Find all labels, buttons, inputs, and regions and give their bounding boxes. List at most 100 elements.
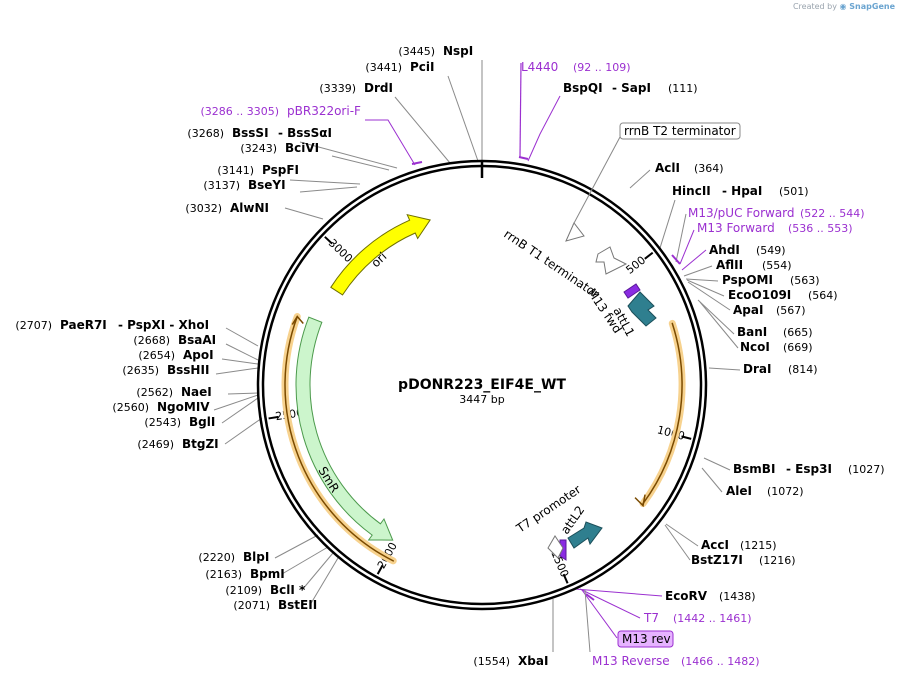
site-pos: (2469) xyxy=(137,438,174,451)
site-name: AleI xyxy=(726,484,752,498)
rrnb-t2-terminator-feature[interactable] xyxy=(565,222,585,242)
primer-label-m13-forward: M13 Forward (536 .. 553) xyxy=(697,221,853,235)
site-pos: (3441) xyxy=(365,61,402,74)
primer-label-t7: T7 (1442 .. 1461) xyxy=(643,611,752,625)
site-name: BglI xyxy=(189,415,215,429)
insert-arc xyxy=(642,322,683,505)
site-pos: (564) xyxy=(808,289,838,302)
tick-mark xyxy=(324,236,333,245)
site-leader xyxy=(299,141,398,169)
site-name: EcoRV xyxy=(665,589,708,603)
site-name: BanI xyxy=(737,325,767,339)
primer-range: (3286 .. 3305) xyxy=(200,105,279,118)
site-label-bsshii: (2635) BssHII xyxy=(122,363,209,377)
ori-feature[interactable] xyxy=(330,213,431,296)
site-pos: (501) xyxy=(779,185,809,198)
site-leader xyxy=(221,397,259,424)
primer-leader xyxy=(581,589,618,639)
site-label-acli: AclI (364) xyxy=(655,161,724,175)
site-pos: (3137) xyxy=(203,179,240,192)
primer-leader xyxy=(574,588,663,597)
site-pos: (364) xyxy=(694,162,724,175)
site-leader xyxy=(686,279,725,297)
site-pos: (814) xyxy=(788,363,818,376)
site-name: BssSI xyxy=(232,126,269,140)
site-pos: (3268) xyxy=(187,127,224,140)
site-name: NaeI xyxy=(181,385,212,399)
site-leader xyxy=(227,392,259,395)
site-leader xyxy=(224,417,263,445)
site-leader xyxy=(664,524,691,561)
primer-range: (1466 .. 1482) xyxy=(681,655,760,668)
site-label-bsteii: (2071) BstEII xyxy=(233,598,317,612)
site-label-ahdi: AhdI (549) xyxy=(709,243,786,257)
tick-mark xyxy=(681,435,692,440)
label-leaders xyxy=(213,60,741,653)
site-leader xyxy=(675,213,687,263)
site-label-bpmi: (2163) BpmI xyxy=(205,567,284,581)
t7-promoter-feature[interactable] xyxy=(547,535,564,559)
site-label-apai: ApaI (567) xyxy=(733,303,806,317)
site-label-bsmbi: BsmBI - Esp3I (1027) xyxy=(733,462,885,476)
site-label-bstz17i: BstZ17I (1216) xyxy=(691,553,796,567)
site-leader xyxy=(281,546,329,575)
site-leader xyxy=(225,343,259,361)
site-extra: - SapI xyxy=(612,81,651,95)
primer-range: (1442 .. 1461) xyxy=(673,612,752,625)
site-label-ecorv: EcoRV (1438) xyxy=(665,589,756,603)
l4440-tick xyxy=(518,156,529,160)
site-name: DraI xyxy=(743,362,771,376)
site-label-ecoo109i: EcoO109I (564) xyxy=(728,288,838,302)
pbr322-tick xyxy=(411,161,423,165)
m13-rev-box xyxy=(617,630,674,648)
site-pos: (3339) xyxy=(319,82,356,95)
primer-name: pBR322ori-F xyxy=(287,104,361,118)
site-pos: (3032) xyxy=(185,202,222,215)
site-leader xyxy=(697,299,735,335)
tick-mark xyxy=(644,251,654,260)
site-leader xyxy=(447,75,479,162)
site-label-ncoi: NcoI (669) xyxy=(740,340,813,354)
insert-arc-halo xyxy=(639,319,686,508)
attl1-feature[interactable] xyxy=(627,291,657,327)
site-pos: (2220) xyxy=(198,551,235,564)
primer-label-pbr322ori-f: (3286 .. 3305) pBR322ori-F xyxy=(200,104,361,118)
site-leader xyxy=(215,367,259,375)
tick-label: 3000 xyxy=(326,237,355,266)
rrnb-t1-terminator-feature[interactable] xyxy=(595,246,628,275)
site-leader xyxy=(629,169,651,189)
site-label-apoi: (2654) ApoI xyxy=(138,348,213,362)
m13-fwd-tick xyxy=(671,254,681,265)
primer-name: M13 Forward xyxy=(697,221,775,235)
site-leader xyxy=(289,179,361,185)
rrnb-t2-callout-line xyxy=(572,136,621,226)
m13-fwd-feature[interactable] xyxy=(623,283,641,299)
primer-name: M13 rev xyxy=(622,632,671,646)
site-pos: (2562) xyxy=(136,386,173,399)
primer-leader xyxy=(679,229,695,265)
site-name: PspOMI xyxy=(722,273,773,287)
site-pos: (3445) xyxy=(398,45,435,58)
primer-range: (536 .. 553) xyxy=(788,222,853,235)
smr-feature[interactable] xyxy=(295,316,394,541)
primer-name: M13/pUC Forward xyxy=(688,206,795,220)
site-leader xyxy=(685,278,719,282)
primer-label-m13-reverse: M13 Reverse (1466 .. 1482) xyxy=(592,654,760,668)
site-pos: (2707) xyxy=(15,319,52,332)
insert-arc-head xyxy=(634,494,646,508)
site-pos: (3243) xyxy=(240,142,277,155)
attl2-feature[interactable] xyxy=(567,521,603,549)
site-name: ApaI xyxy=(733,303,763,317)
smr-arc xyxy=(284,315,394,562)
site-name: BciVI xyxy=(285,141,319,155)
smr-arc-head xyxy=(291,315,304,325)
site-leader xyxy=(699,301,739,349)
site-leader xyxy=(659,199,676,249)
site-leader xyxy=(331,155,390,171)
site-name: BclI * xyxy=(270,583,306,597)
site-leader xyxy=(301,552,334,591)
site-name: EcoO109I xyxy=(728,288,791,302)
site-label-acci: AccI (1215) xyxy=(701,538,777,552)
site-leader xyxy=(213,394,259,411)
site-leader xyxy=(708,367,741,371)
